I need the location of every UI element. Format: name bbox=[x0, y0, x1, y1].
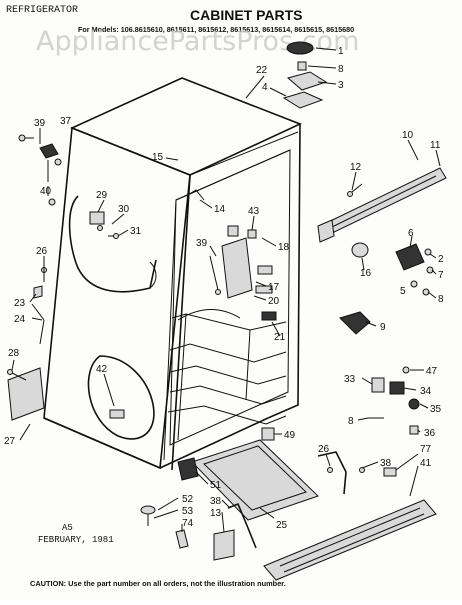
top-hinge-assembly bbox=[282, 41, 328, 109]
callout-52: 52 bbox=[182, 494, 194, 505]
callout-26: 26 bbox=[36, 246, 48, 257]
caution-note: CAUTION: Use the part number on all orde… bbox=[30, 579, 286, 588]
left-side-parts bbox=[7, 258, 47, 421]
callout-40: 40 bbox=[40, 186, 52, 197]
callout-3: 3 bbox=[338, 80, 344, 91]
wiring-harness bbox=[68, 195, 157, 440]
callout-23: 23 bbox=[14, 298, 26, 309]
callout-8: 8 bbox=[338, 64, 344, 75]
lower-right-parts bbox=[368, 366, 420, 435]
callout-35: 35 bbox=[430, 404, 442, 415]
callout-51: 51 bbox=[210, 480, 222, 491]
part-49-clip bbox=[261, 427, 275, 441]
callout-2: 2 bbox=[438, 254, 444, 265]
callout-74: 74 bbox=[182, 518, 194, 529]
callout-34: 34 bbox=[420, 386, 432, 397]
callout-39-center: 39 bbox=[196, 238, 208, 249]
callout-14: 14 bbox=[214, 204, 226, 215]
callout-53: 53 bbox=[182, 506, 194, 517]
footer-code: A5 bbox=[62, 523, 73, 533]
models-line: For Models: 106.8615610, 8615611, 861561… bbox=[78, 25, 354, 34]
watermark-text: AppliancePartsPros.com bbox=[36, 26, 359, 57]
left-top-parts bbox=[18, 134, 62, 206]
callout-29: 29 bbox=[96, 190, 108, 201]
category-label: REFRIGERATOR bbox=[6, 5, 78, 16]
callout-16: 16 bbox=[360, 268, 372, 279]
callout-47: 47 bbox=[426, 366, 438, 377]
callout-31: 31 bbox=[130, 226, 142, 237]
cabinet-body bbox=[43, 77, 303, 471]
callout-43: 43 bbox=[248, 206, 260, 217]
callout-49: 49 bbox=[284, 430, 296, 441]
diagram-title: CABINET PARTS bbox=[190, 7, 303, 23]
callout-4: 4 bbox=[262, 82, 268, 93]
thermostat-parts bbox=[185, 189, 277, 321]
callout-1: 1 bbox=[338, 46, 344, 57]
callout-42: 42 bbox=[96, 364, 108, 375]
callout-28: 28 bbox=[8, 348, 20, 359]
lower-hinge-parts bbox=[213, 502, 257, 561]
callout-36: 36 bbox=[424, 428, 436, 439]
callout-7: 7 bbox=[438, 270, 444, 281]
drip-tray bbox=[191, 439, 319, 521]
callout-38: 38 bbox=[380, 458, 392, 469]
callout-5: 5 bbox=[400, 286, 406, 297]
right-rail-parts bbox=[317, 167, 447, 335]
callout-10: 10 bbox=[402, 130, 414, 141]
callout-18: 18 bbox=[278, 242, 290, 253]
leveling-parts bbox=[140, 457, 199, 549]
callout-11: 11 bbox=[430, 140, 441, 151]
callout-27: 27 bbox=[4, 436, 16, 447]
callout-25: 25 bbox=[276, 520, 288, 531]
callout-6: 6 bbox=[408, 228, 414, 239]
footer-date: FEBRUARY, 1981 bbox=[38, 535, 114, 545]
callout-30: 30 bbox=[118, 204, 130, 215]
callout-38-lower: 38 bbox=[210, 496, 222, 507]
hinge-bracket-38 bbox=[317, 451, 365, 495]
callout-26-lower: 26 bbox=[318, 444, 330, 455]
callout-77: 77 bbox=[420, 444, 432, 455]
callout-15: 15 bbox=[152, 152, 164, 163]
callout-39: 39 bbox=[34, 118, 46, 129]
callout-20: 20 bbox=[268, 296, 280, 307]
leader-lines bbox=[11, 47, 441, 533]
callout-24: 24 bbox=[14, 314, 26, 325]
bracket-29-30-31 bbox=[89, 211, 119, 239]
callout-37: 37 bbox=[60, 116, 72, 127]
callout-labels: 1 8 3 4 22 39 37 15 10 11 12 40 29 30 31… bbox=[4, 46, 444, 531]
callout-17: 17 bbox=[268, 282, 280, 293]
callout-22: 22 bbox=[256, 65, 268, 76]
callout-12: 12 bbox=[350, 162, 362, 173]
callout-21: 21 bbox=[274, 332, 286, 343]
toe-grille bbox=[263, 467, 437, 581]
callout-13: 13 bbox=[210, 508, 222, 519]
callout-8-lower: 8 bbox=[348, 416, 354, 427]
callout-8-right: 8 bbox=[438, 294, 444, 305]
callout-41: 41 bbox=[420, 458, 432, 469]
callout-33: 33 bbox=[344, 374, 356, 385]
callout-9: 9 bbox=[380, 322, 386, 333]
